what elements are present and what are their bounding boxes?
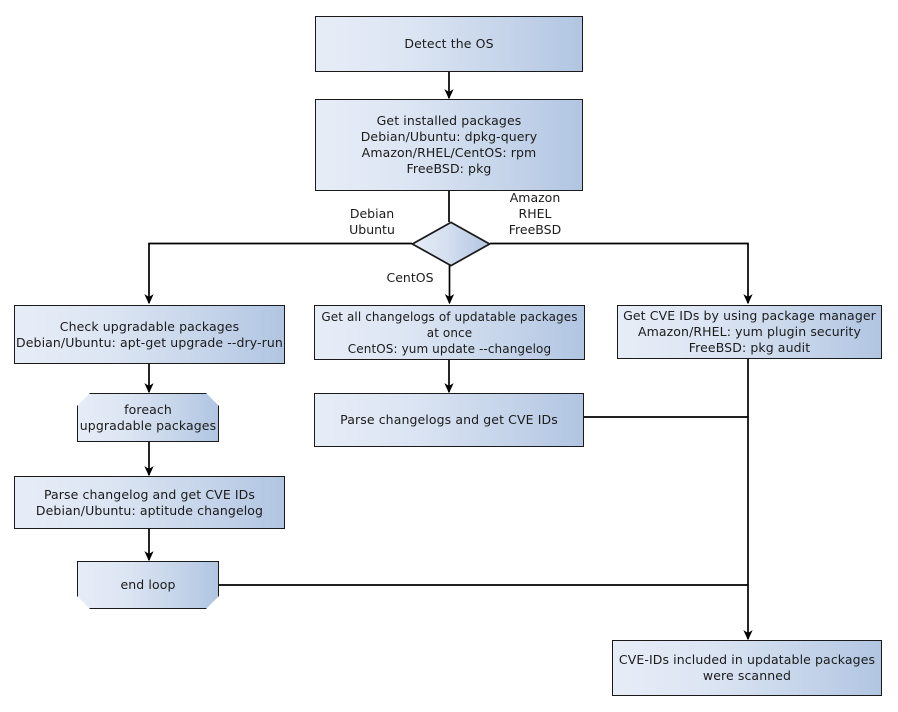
node-get-cve-ids-package-manager[interactable]: Get CVE IDs by using package manager Ama… [617, 305, 882, 359]
node-foreach-loop-start[interactable]: foreach upgradable packages [77, 393, 219, 442]
node-end-loop[interactable]: end loop [77, 561, 219, 609]
edge-decision-right [490, 242, 753, 305]
node-label: Parse changelogs and get CVE IDs [340, 412, 558, 427]
node-label: end loop [120, 577, 176, 592]
node-label: Parse changelog and get CVE IDs Debian/U… [35, 486, 264, 518]
node-get-all-changelogs[interactable]: Get all changelogs of updatable packages… [314, 305, 585, 360]
node-label: Check upgradable packages Debian/Ubuntu:… [16, 318, 283, 350]
node-parse-changelogs-center[interactable]: Parse changelogs and get CVE IDs [314, 393, 584, 447]
node-label: Get all changelogs of updatable packages… [321, 309, 578, 356]
node-os-decision[interactable] [410, 221, 492, 267]
node-detect-os[interactable]: Detect the OS [315, 16, 583, 72]
node-check-upgradable-packages[interactable]: Check upgradable packages Debian/Ubuntu:… [14, 305, 285, 364]
node-label: Get CVE IDs by using package manager Ama… [623, 308, 876, 355]
node-scan-complete[interactable]: CVE-IDs included in updatable packages w… [612, 640, 882, 696]
edge-label-centos: CentOS [386, 270, 434, 285]
edge-decision-left [144, 242, 412, 305]
edge-label-debian-ubuntu: Debian Ubuntu [349, 206, 395, 237]
edge-label-amazon-rhel-freebsd: Amazon RHEL FreeBSD [508, 190, 562, 237]
node-label: Detect the OS [404, 36, 494, 51]
node-parse-changelog-left[interactable]: Parse changelog and get CVE IDs Debian/U… [14, 476, 285, 529]
node-get-installed-packages[interactable]: Get installed packages Debian/Ubuntu: dp… [315, 99, 583, 191]
decision-diamond-icon [410, 221, 492, 267]
node-label: CVE-IDs included in updatable packages w… [618, 652, 876, 683]
node-label: Get installed packages Debian/Ubuntu: dp… [360, 113, 538, 176]
node-label: foreach upgradable packages [79, 401, 217, 433]
